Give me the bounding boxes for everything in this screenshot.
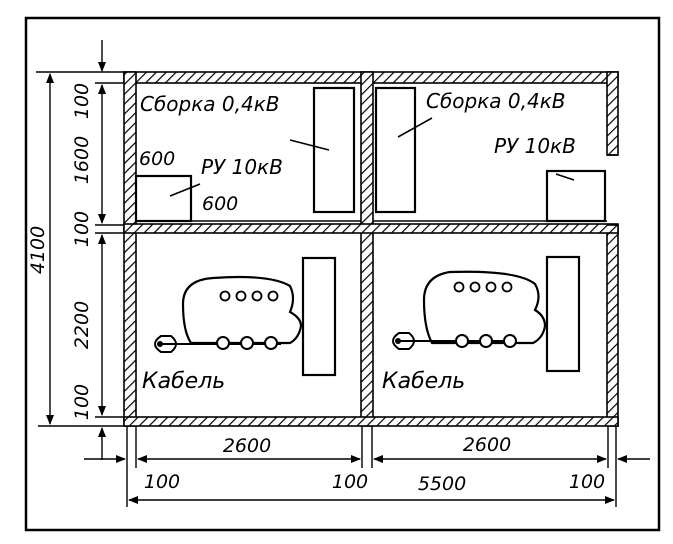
dim-bay-right: 2600 [463,434,511,456]
label-ru-left: РУ 10кВ [201,155,283,179]
dim-total-height: 4100 [27,226,49,274]
assembly-leader-left [289,139,330,151]
assembly-cabinet-left [312,86,356,214]
assembly-leader-right [397,117,433,138]
label-ru-dim-b: 600 [202,193,238,215]
dim-lower-room: 2200 [71,301,93,349]
cable-end-right [395,338,401,344]
bushing-hv-left-1 [219,290,231,302]
label-cable-right: Кабель [382,369,465,394]
drawing-frame [24,16,661,532]
dim-mid-floor: 100 [71,211,93,247]
cabinet-lower-left [301,256,337,377]
bushing-lv-left-1 [216,336,230,350]
cable-end-left [157,341,163,347]
bushing-lv-left-2 [240,336,254,350]
dim-bottom-wall: 100 [71,384,93,420]
dim-bay-left: 2600 [223,435,271,457]
dim-top-wall: 100 [71,83,93,119]
bushing-hv-right-1 [453,281,465,293]
ru-cabinet-right [545,169,607,223]
right-wall-lower [606,224,619,427]
middle-wall [360,71,374,427]
label-ru-dim-a: 600 [139,148,175,170]
ru-leader-right [555,173,575,181]
building-walls [123,71,619,427]
dim-upper-room: 1600 [71,136,93,184]
label-assembly-right: Сборка 0,4кВ [426,89,566,113]
label-ru-right: РУ 10кВ [494,134,576,158]
dim-wall-left: 100 [144,471,180,493]
bushing-hv-right-4 [501,281,513,293]
label-assembly-left: Сборка 0,4кВ [140,92,280,116]
bushing-hv-right-3 [485,281,497,293]
bushing-lv-right-1 [455,334,469,348]
ru-leader-left [169,183,201,197]
bushing-hv-right-2 [469,281,481,293]
intermediate-floor [123,223,619,234]
bushing-lv-right-3 [503,334,517,348]
bushing-hv-left-4 [267,290,279,302]
transformer-right [392,255,581,373]
bushing-lv-right-2 [479,334,493,348]
transformer-body-left [181,275,303,345]
dim-total-width: 5500 [418,473,466,495]
horizontal-dimensions: 2600 2600 100 100 5500 100 [84,426,650,507]
bushing-lv-left-3 [264,336,278,350]
bushing-hv-left-3 [251,290,263,302]
left-wall [123,71,137,427]
bottom-wall [123,416,619,427]
assembly-cabinet-right [374,86,417,214]
bushing-hv-left-2 [235,290,247,302]
vertical-dimensions: 4100 100 1600 100 2200 100 [27,40,124,460]
transformer-left [154,256,337,377]
transformer-body-right [422,270,547,345]
ru-cabinet-left [134,174,193,223]
label-cable-left: Кабель [142,369,225,394]
right-wall-upper [606,71,619,156]
dim-wall-right: 100 [569,471,605,493]
dim-wall-mid: 100 [332,471,368,493]
cabinet-lower-right [545,255,581,373]
